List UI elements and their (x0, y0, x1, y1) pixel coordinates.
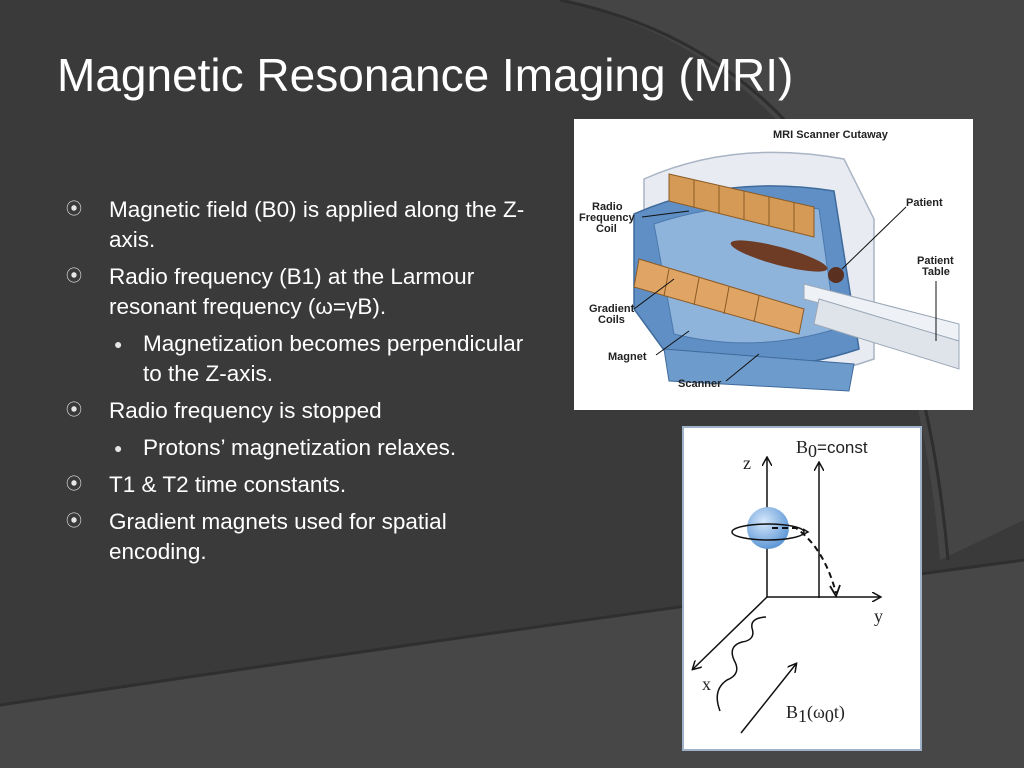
mri-scanner-cutaway-figure: MRI Scanner Cutaway Radio Frequency Coil… (574, 119, 973, 410)
z-axis-label: z (743, 453, 751, 473)
label-rf-coil: Radio (592, 201, 623, 213)
bullet-marker-icon: ⦿ (66, 402, 83, 419)
rf-wave (716, 616, 767, 712)
bullet-marker-icon: ⦿ (66, 201, 83, 218)
leader-line (641, 210, 690, 218)
gradient-coil-lower (633, 258, 805, 335)
bullet-item: ⦿ Radio frequency (B1) at the Larmour re… (64, 262, 534, 322)
label-patient: Patient (906, 197, 943, 209)
scanner-base (663, 348, 855, 392)
label-gradient-coils: Gradient (589, 303, 635, 315)
bullet-text: T1 & T2 time constants. (109, 472, 347, 497)
label-patient-table: Table (922, 266, 950, 278)
bullet-marker-icon: ⦿ (66, 476, 83, 493)
patient-body (730, 240, 828, 272)
figure-title: MRI Scanner Cutaway (773, 129, 889, 141)
coil-segments (693, 180, 795, 231)
label-magnet: Magnet (608, 351, 647, 363)
leader-line (841, 206, 907, 270)
bullet-text: Radio frequency is stopped (109, 398, 382, 423)
label-rf-coil: Coil (596, 223, 617, 235)
label-gradient-coils: Coils (598, 314, 625, 326)
table-base (813, 298, 960, 370)
leader-line (725, 353, 760, 382)
bullet-marker-icon: ⦿ (66, 513, 83, 530)
spin-vector-diagram: z y x B0=const B1(ω0t) (682, 426, 922, 751)
bullet-item: ⦿ Radio frequency is stopped (64, 396, 534, 426)
slide-title: Magnetic Resonance Imaging (MRI) (57, 49, 794, 101)
precession-orbit (731, 523, 805, 541)
b1-label: B1(ω0t) (786, 702, 845, 726)
rf-coil-upper (668, 173, 815, 238)
tip-arrowhead-icon (829, 584, 841, 599)
leader-line (655, 330, 690, 356)
sub-bullet-marker-icon: ● (114, 440, 123, 456)
bullet-item: ⦿ Magnetic field (B0) is applied along t… (64, 195, 534, 255)
bullet-text: Radio frequency (B1) at the Larmour reso… (109, 264, 475, 319)
patient-head (828, 267, 844, 283)
mri-scanner-illustration: MRI Scanner Cutaway Radio Frequency Coil… (579, 129, 960, 392)
x-axis (693, 596, 768, 669)
bullet-text: Magnetization becomes perpendicular to t… (143, 331, 524, 386)
bullet-list: ⦿ Magnetic field (B0) is applied along t… (64, 195, 534, 574)
vector-diagram-svg: z y x B0=const B1(ω0t) (684, 437, 883, 734)
bullet-text: Gradient magnets used for spatial encodi… (109, 509, 447, 564)
sub-bullet-item: ● Magnetization becomes perpendicular to… (64, 329, 534, 389)
bullet-marker-icon: ⦿ (66, 268, 83, 285)
sub-bullet-item: ● Protons’ magnetization relaxes. (64, 433, 534, 463)
x-axis-label: x (702, 674, 711, 694)
proton-sphere (747, 507, 789, 549)
coil-segments-lower (663, 268, 760, 323)
y-axis-label: y (874, 606, 883, 626)
bullet-item: ⦿ Gradient magnets used for spatial enco… (64, 507, 534, 567)
bullet-text: Protons’ magnetization relaxes. (143, 435, 457, 460)
b0-label: B0=const (796, 437, 868, 461)
b1-arrow (740, 664, 796, 734)
sub-bullet-marker-icon: ● (114, 336, 123, 352)
label-patient-table: Patient (917, 255, 954, 267)
magnetization-tip-arrow (772, 527, 837, 594)
label-scanner: Scanner (678, 378, 722, 390)
leader-line (633, 278, 675, 310)
bullet-item: ⦿ T1 & T2 time constants. (64, 470, 534, 500)
label-rf-coil: Frequency (579, 212, 636, 224)
bullet-text: Magnetic field (B0) is applied along the… (109, 197, 525, 252)
